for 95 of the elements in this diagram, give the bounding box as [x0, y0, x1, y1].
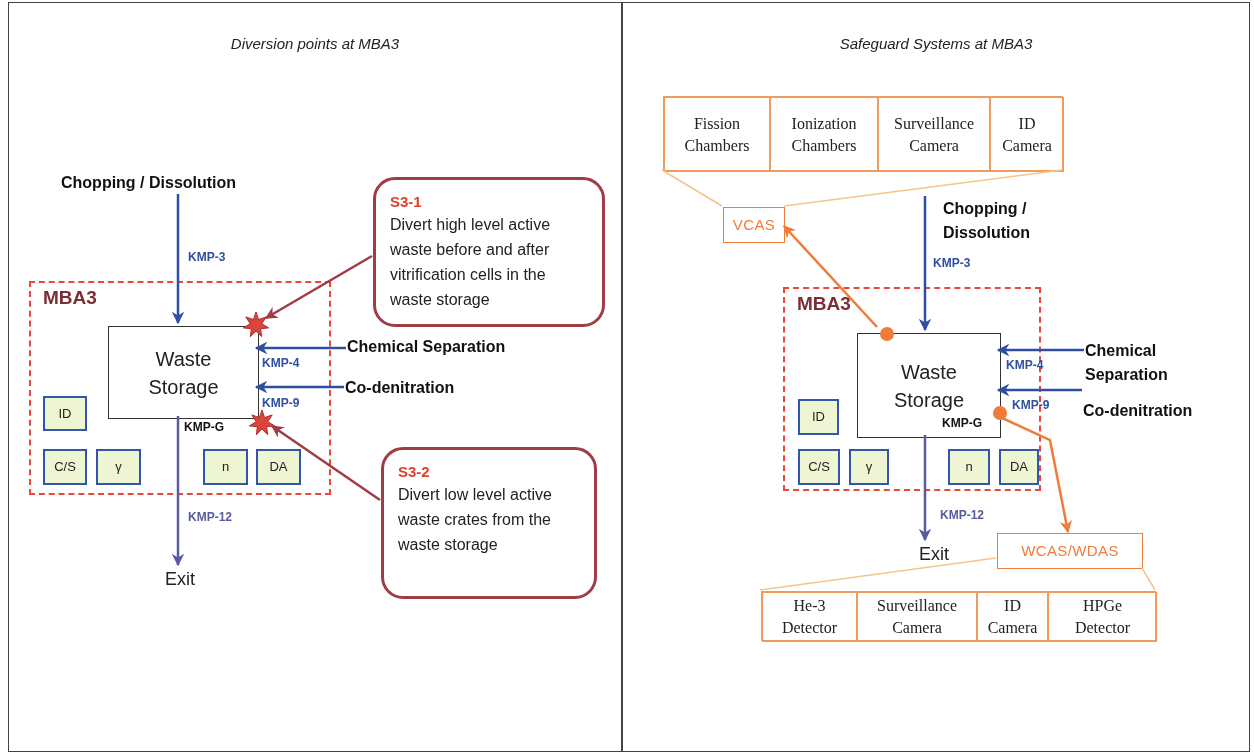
- box-label: n: [965, 458, 973, 477]
- flow-label: Co-denitration: [345, 378, 455, 398]
- connector-line: [783, 169, 1063, 207]
- area-label: MBA3: [797, 293, 851, 315]
- arrow: [996, 343, 1084, 357]
- callout-heading: S3-2: [398, 462, 431, 482]
- arrow: [171, 416, 185, 567]
- device-table: [663, 96, 1063, 171]
- arrow: [171, 194, 185, 325]
- instrument-box: [43, 449, 87, 485]
- arrow: [254, 380, 344, 394]
- port-label: KMP-G: [184, 420, 224, 434]
- connector-line: [1141, 567, 1156, 591]
- table-cell: [664, 97, 770, 172]
- edge-label: KMP-12: [940, 508, 984, 522]
- arrow: [270, 424, 381, 502]
- process-box: [108, 326, 259, 419]
- instrument-box: [948, 449, 990, 485]
- star-marker: [249, 410, 275, 436]
- system-label: VCAS: [732, 214, 776, 235]
- callout-box: [381, 447, 597, 599]
- table-cell: [762, 592, 857, 642]
- arrow: [783, 225, 878, 328]
- cell-text: HPGe Detector: [1074, 596, 1131, 638]
- box-label: γ: [865, 458, 873, 477]
- flow-label: Chemical Separation: [347, 337, 506, 357]
- cell-text: He-3 Detector: [781, 596, 838, 638]
- edge-label: KMP-9: [1012, 398, 1050, 412]
- area-label: MBA3: [43, 287, 97, 309]
- table-cell: [977, 592, 1048, 642]
- box-label: γ: [115, 458, 122, 477]
- box-label: Waste Storage: [147, 346, 220, 400]
- process-box: [857, 333, 1001, 438]
- device-table: [761, 591, 1156, 641]
- callout-text: Divert low level active waste crates from the waste storage: [398, 485, 553, 555]
- instrument-box: [999, 449, 1039, 485]
- port-label: KMP-G: [942, 416, 982, 430]
- instrument-box: [849, 449, 889, 485]
- table-cell: [770, 97, 878, 172]
- system-box: [997, 533, 1143, 569]
- cell-text: ID Camera: [1002, 113, 1052, 156]
- instrument-box: [798, 449, 840, 485]
- cell-text: Fission Chambers: [684, 113, 750, 156]
- flow-label: Chopping / Dissolution: [61, 173, 237, 193]
- table-cell: [990, 97, 1064, 172]
- edge-label: KMP-12: [188, 510, 232, 524]
- connector-line: [661, 169, 723, 207]
- callout-heading: S3-1: [390, 192, 423, 212]
- box-label: C/S: [808, 458, 830, 477]
- instrument-box: [43, 396, 87, 431]
- cell-text: Ionization Chambers: [791, 113, 857, 156]
- callout-text: Divert high level active waste before and after vitrification cells in the waste storage: [390, 215, 552, 310]
- edge-label: KMP-9: [262, 396, 300, 410]
- box-label: ID: [812, 408, 825, 427]
- flow-label: Chopping / Dissolution: [943, 199, 1032, 243]
- box-label: C/S: [54, 458, 76, 477]
- panel-title: Safeguard Systems at MBA3: [838, 34, 1034, 54]
- box-label: n: [221, 458, 230, 477]
- cell-text: ID Camera: [987, 596, 1038, 638]
- instrument-box: [256, 449, 301, 485]
- system-box: [723, 207, 785, 243]
- arrow: [999, 415, 1072, 534]
- system-label: WCAS/WDAS: [1021, 540, 1119, 561]
- edge-label: KMP-3: [188, 250, 226, 264]
- arrow: [918, 435, 932, 542]
- table-cell: [878, 97, 990, 172]
- box-label: Waste Storage: [892, 359, 966, 413]
- edge-label: KMP-4: [262, 356, 300, 370]
- box-label: ID: [58, 404, 72, 423]
- box-label: DA: [1009, 458, 1029, 477]
- connector-line: [759, 557, 997, 591]
- arrow: [264, 254, 373, 320]
- callout-box: [373, 177, 605, 327]
- cell-text: Surveillance Camera: [894, 113, 974, 156]
- flow-label: Exit: [919, 542, 949, 566]
- table-cell: [857, 592, 977, 642]
- edge-label: KMP-4: [1006, 358, 1044, 372]
- cell-text: Surveillance Camera: [877, 596, 957, 638]
- arrow: [996, 383, 1082, 397]
- panel: [8, 2, 622, 752]
- arrow: [918, 196, 932, 332]
- flow-label: Exit: [165, 567, 195, 591]
- instrument-box: [798, 399, 839, 435]
- panel-title: Diversion points at MBA3: [229, 34, 401, 54]
- edge-label: KMP-3: [933, 256, 971, 270]
- flow-label: Co-denitration: [1083, 401, 1193, 421]
- instrument-box: [96, 449, 141, 485]
- table-cell: [1048, 592, 1157, 642]
- flow-label: Chemical Separation: [1085, 341, 1169, 385]
- arrow: [254, 341, 346, 355]
- dashed-area: [29, 281, 331, 495]
- star-marker: [243, 312, 269, 338]
- instrument-box: [203, 449, 248, 485]
- box-label: DA: [269, 458, 288, 477]
- panel: [622, 2, 1250, 752]
